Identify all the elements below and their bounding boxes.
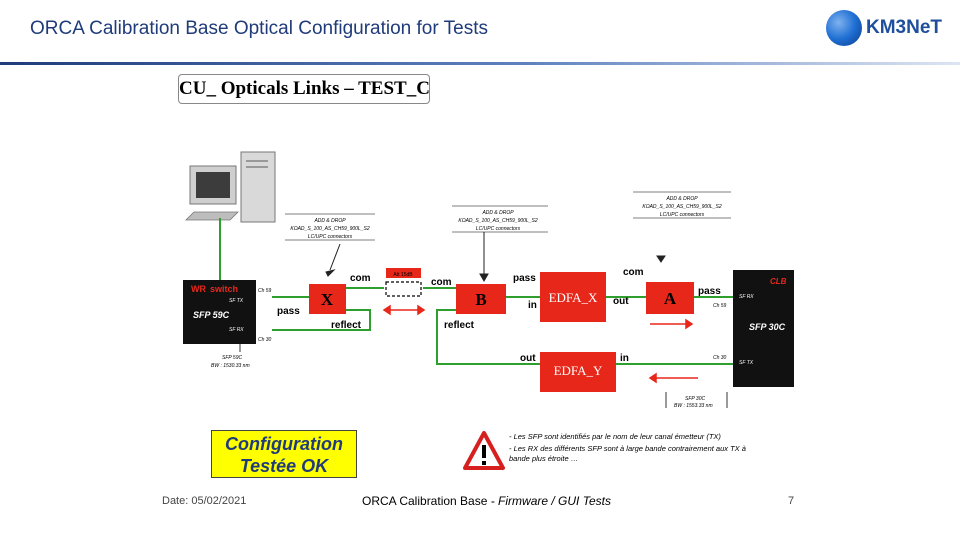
com-label-2: com (431, 277, 452, 288)
add-drop-right-2: KOAD_S_100_AS_CH59_900L_S2 (642, 204, 721, 210)
footer-date: Date: 05/02/2021 (162, 495, 247, 507)
sfp-tx-left: SF TX (229, 298, 244, 304)
add-drop-left-1: ADD & DROP (313, 218, 346, 224)
add-drop-mid-3: LC/UPC connectors (476, 226, 521, 232)
km3net-logo: KM3NeT (826, 10, 956, 48)
sfp30-note-1: SFP 30C (685, 396, 705, 402)
pass-label-1: pass (277, 306, 300, 317)
link-sfp59rx-reflect (272, 309, 371, 331)
switch-label: switch (210, 284, 238, 294)
sfp59-switch-box: WR switch SF TX SFP 59C SF RX (183, 280, 256, 344)
edfa-x-label: EDFA_X (549, 290, 598, 305)
slide-title: ORCA Calibration Base Optical Configurat… (30, 18, 488, 39)
ch59-left: Ch 59 (258, 288, 272, 294)
sfp-rx-right: SF RX (739, 294, 754, 300)
sfp59-note-1: SFP 59C (222, 355, 242, 361)
node-x-label: X (321, 290, 334, 309)
node-a-arrow (650, 318, 694, 330)
warning-note-2: - Les RX des différents SFP sont à large… (509, 444, 746, 463)
page-number: 7 (788, 495, 795, 507)
out-label-2: out (520, 353, 536, 364)
add-drop-mid-1: ADD & DROP (481, 210, 514, 216)
sfp30-note-2: BW : 1553.33 nm (674, 403, 713, 409)
node-b (456, 284, 506, 314)
reflect-label-2: reflect (444, 320, 475, 331)
logo-globe-icon (826, 10, 862, 46)
att-label: Att 15dB (393, 272, 413, 278)
com-label-1: com (350, 273, 371, 284)
com-label-3: com (623, 267, 644, 278)
node-x (309, 284, 346, 314)
att-double-arrow (382, 304, 426, 316)
config-line-2: Testée OK (239, 456, 329, 476)
header-divider (0, 62, 960, 65)
in-label-1: in (528, 300, 537, 311)
node-a (646, 282, 694, 314)
footer-center-italic: - Firmware / GUI Tests (487, 494, 611, 508)
reflect-label-1: reflect (331, 320, 362, 331)
sfp30-label: SFP 30C (749, 322, 786, 332)
edfa-y-label: EDFA_Y (554, 363, 603, 378)
clb-label: CLB (770, 277, 787, 286)
attenuator (386, 268, 421, 278)
footer-center-main: ORCA Calibration Base (362, 494, 488, 508)
pass-label-2: pass (513, 273, 536, 284)
warning-icon (463, 431, 505, 470)
computer-icon (185, 151, 276, 223)
edfa-x (540, 272, 606, 322)
sfp30-clb-box: CLB SF RX SFP 30C SF TX (733, 270, 794, 387)
node-b-label: B (475, 290, 486, 309)
test-name-box: CU_ Opticals Links – TEST_C (178, 74, 430, 104)
node-a-label: A (664, 289, 677, 308)
config-status-box: Configuration Testée OK (211, 430, 357, 478)
in-label-2: in (620, 353, 629, 364)
ch30-right: Ch 30 (713, 355, 727, 361)
wr-label: WR (191, 284, 206, 294)
out-label-1: out (613, 296, 629, 307)
add-drop-left-2: KOAD_S_100_AS_CH59_900L_S2 (290, 226, 369, 232)
pointer-arrows (325, 232, 666, 283)
ch59-right: Ch 59 (713, 303, 727, 309)
edfa-y (540, 352, 616, 392)
attenuator-box (385, 281, 422, 297)
warning-notes: - Les SFP sont identifiés par le nom de … (509, 432, 759, 466)
add-drop-mid-2: KOAD_S_100_AS_CH59_900L_S2 (458, 218, 537, 224)
add-drop-right-3: LC/UPC connectors (660, 212, 705, 218)
sfp-tx-right: SF TX (739, 360, 754, 366)
sfp-rx-left: SF RX (229, 327, 244, 333)
logo-text: KM3NeT (866, 17, 943, 38)
warning-note-1: - Les SFP sont identifiés par le nom de … (509, 432, 721, 441)
config-line-1: Configuration (225, 434, 343, 454)
pass-label-3: pass (698, 286, 721, 297)
footer-center: ORCA Calibration Base - Firmware / GUI T… (362, 494, 611, 508)
sfp59-note-2: BW : 1530.33 nm (211, 363, 250, 369)
add-drop-right-1: ADD & DROP (665, 196, 698, 202)
sfp59-label: SFP 59C (193, 310, 230, 320)
connection-lines (219, 218, 733, 365)
link-b-reflect-edfay (436, 309, 540, 365)
edfa-y-arrow (648, 372, 698, 384)
ch30-left: Ch 30 (258, 337, 272, 343)
add-drop-left-3: LC/UPC connectors (308, 234, 353, 240)
